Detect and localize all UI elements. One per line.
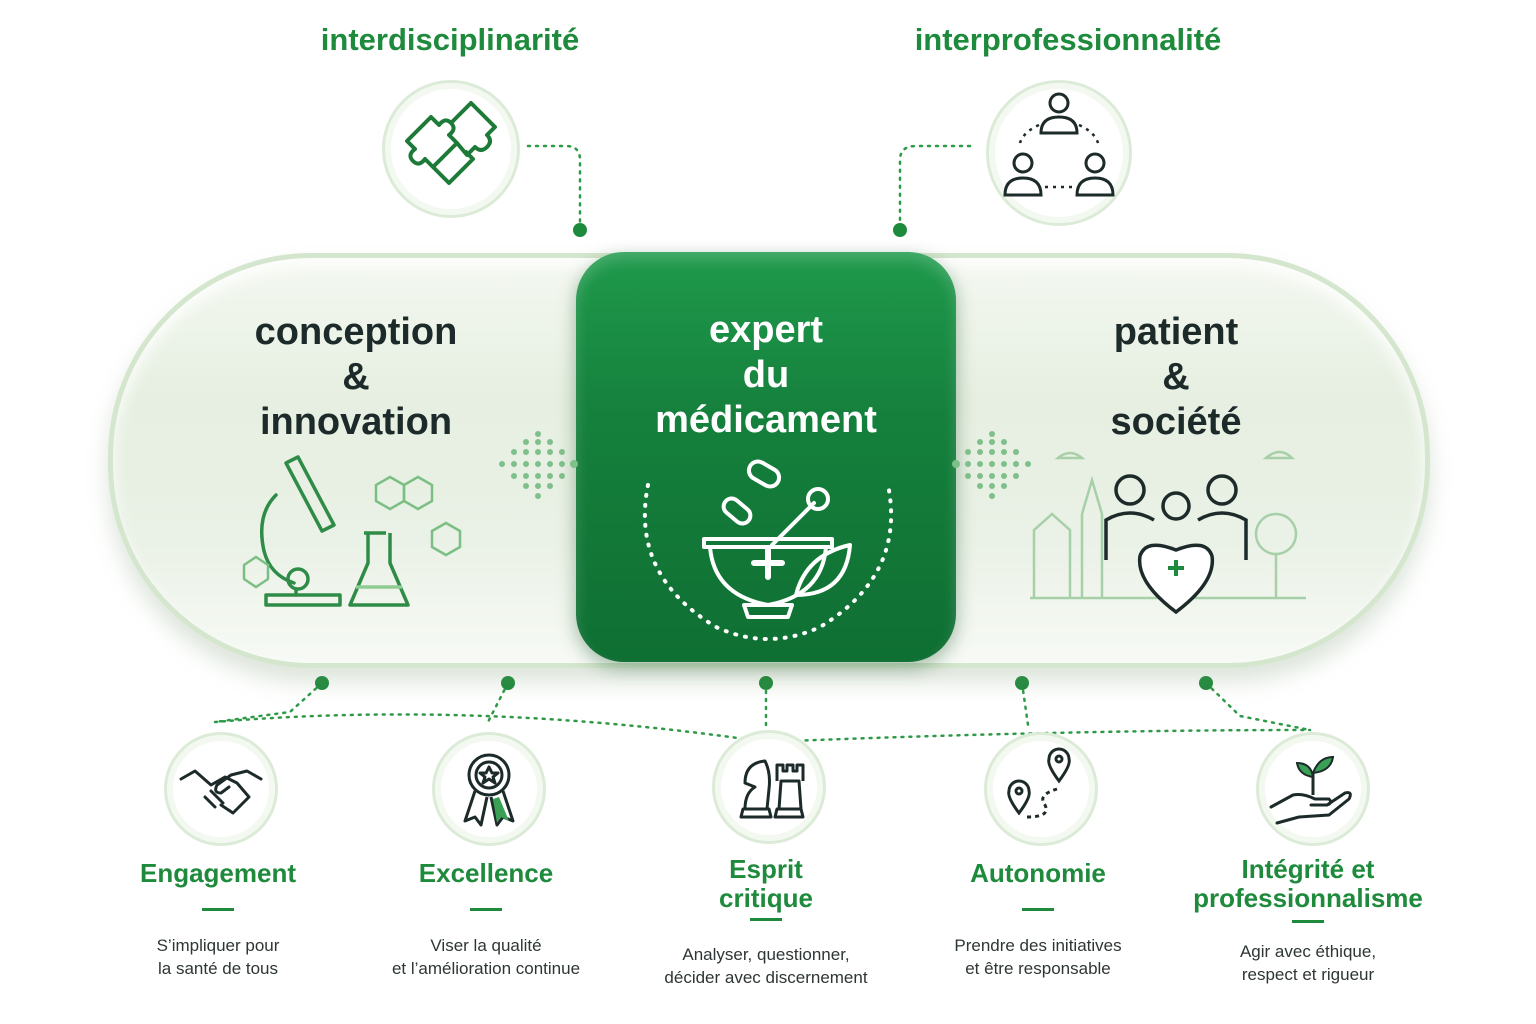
chess-pieces-icon <box>739 759 805 819</box>
value-title-autonomy: Autonomie <box>970 858 1106 888</box>
microscope-flask-icon <box>242 455 462 607</box>
interprofessionality-label: interprofessionnalité <box>914 22 1222 57</box>
team-icon-circle <box>986 80 1132 226</box>
hand-plant-icon <box>1269 755 1352 825</box>
value-desc-critical-thinking: Analyser, questionner,décider avec disce… <box>664 945 868 987</box>
left-dot-cluster <box>499 431 578 499</box>
puzzle-icon <box>405 101 497 185</box>
right-dot-cluster <box>952 431 1031 499</box>
critical-thinking-icon-circle <box>712 730 826 844</box>
patient-society-title: patient&société <box>1110 311 1242 443</box>
value-title-engagement: Engagement <box>139 858 297 888</box>
value-title-excellence: Excellence <box>418 858 554 888</box>
value-divider <box>750 918 782 921</box>
engagement-icon-circle <box>164 732 278 846</box>
center-band <box>576 252 956 662</box>
value-desc-integrity: Agir avec éthique,respect et rigueur <box>1239 942 1377 984</box>
value-divider <box>202 908 234 911</box>
autonomy-icon-circle <box>984 732 1098 846</box>
award-ribbon-icon <box>463 753 515 827</box>
mortar-pestle-icon <box>642 459 894 641</box>
community-heart-icon <box>1030 450 1306 615</box>
excellence-icon-circle <box>432 732 546 846</box>
value-divider <box>1292 920 1324 923</box>
puzzle-icon-circle <box>382 80 520 218</box>
value-divider <box>470 908 502 911</box>
value-divider <box>1022 908 1054 911</box>
healthcare-team-icon <box>1003 92 1115 197</box>
handshake-icon <box>179 769 263 815</box>
interdisciplinarity-label: interdisciplinarité <box>320 22 580 57</box>
conception-innovation-title: conception&innovation <box>254 311 458 443</box>
integrity-icon-circle <box>1256 732 1370 846</box>
route-pins-icon <box>1007 747 1071 819</box>
